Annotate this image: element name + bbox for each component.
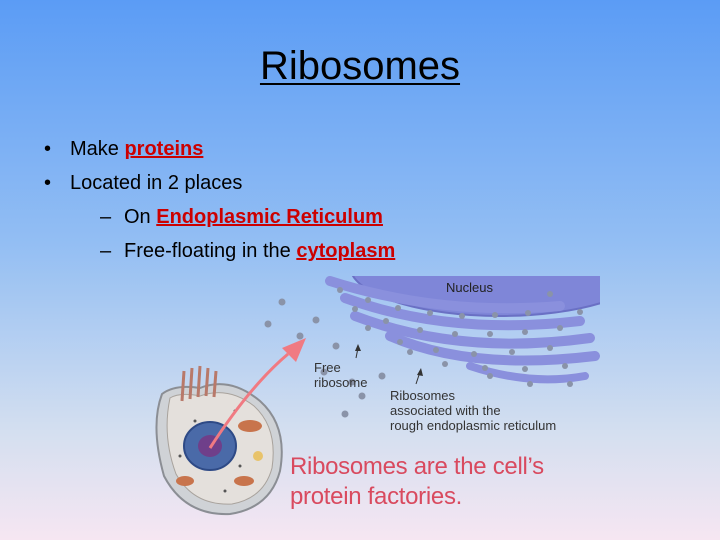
caption-line: protein factories. — [290, 483, 463, 510]
slide-title: Ribosomes — [0, 44, 720, 89]
term-cytoplasm: cytoplasm — [296, 240, 396, 262]
free-ribosome-label: Free ribosome — [314, 360, 367, 390]
slide-title-text: Ribosomes — [259, 44, 461, 88]
free-ribosome-label-line: ribosome — [314, 375, 368, 390]
term-proteins: proteins — [124, 138, 204, 160]
nucleus-label: Nucleus — [446, 280, 493, 295]
bullet-marker: • — [44, 138, 52, 160]
sub-bullet-item: –Free-floating in the cytoplasm — [44, 234, 395, 268]
bullet-list: • Make proteins • Located in 2 places –On … — [44, 132, 395, 268]
sub-bullet-marker: – — [100, 240, 112, 262]
zoom-arrow-icon — [208, 338, 306, 449]
rough-er-label-line: Ribosomes — [390, 388, 456, 403]
term-endoplasmic-reticulum: Endoplasmic Reticulum — [156, 206, 383, 228]
bullet-item: • Located in 2 places — [44, 166, 395, 200]
sub-bullet-text: Free-floating in the — [124, 240, 297, 262]
figure-caption: Ribosomes are the cell’s protein factori… — [290, 452, 544, 512]
bullet-item: • Make proteins — [44, 132, 395, 166]
rough-er-ribosome-label: Ribosomes associated with the rough endo… — [390, 388, 556, 433]
rough-er-label-line: rough endoplasmic reticulum — [390, 418, 557, 433]
ribosome-illustration — [155, 276, 600, 516]
ribosome-figure: Nucleus Free ribosome Ribosomes associat… — [140, 276, 600, 526]
rough-er-label-line: associated with the — [390, 403, 501, 418]
bullet-marker: • — [44, 172, 52, 194]
rough-er-illustration — [325, 276, 600, 387]
sub-bullet-marker: – — [100, 206, 112, 228]
sub-bullet-item: –On Endoplasmic Reticulum — [44, 200, 395, 234]
free-ribosome-label-line: Free — [314, 360, 341, 375]
sub-bullet-text: On — [124, 206, 157, 228]
caption-line: Ribosomes are the cell’s — [290, 453, 544, 480]
bullet-text: Make — [70, 138, 125, 160]
free-ribosomes — [264, 298, 386, 418]
bullet-text: Located in 2 places — [70, 172, 243, 194]
cell-illustration — [155, 365, 283, 516]
